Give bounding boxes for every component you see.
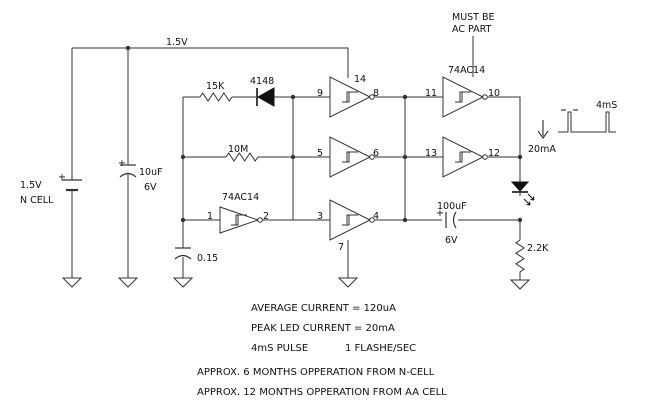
pin-12: 12 [488, 148, 500, 159]
pin-1: 1 [207, 211, 213, 222]
note-ncell: APPROX. 6 MONTHS OPPERATION FROM N-CELL [197, 367, 435, 378]
pulse-width-label: 4mS [596, 100, 617, 111]
pulse-waveform [558, 109, 616, 133]
resistor-2-2k [515, 239, 525, 280]
chip-label-left: 74AC14 [222, 192, 259, 203]
pin-4: 4 [373, 211, 379, 222]
note-pulse: 4mS PULSE [251, 343, 308, 354]
note-aa: APPROX. 12 MONTHS OPPERATION FROM AA CEL… [197, 387, 447, 398]
pin-11: 11 [425, 88, 437, 99]
led-symbol [510, 181, 535, 206]
supply-rail [71, 45, 349, 278]
resistor-15k [199, 92, 233, 102]
note-ac-line2: AC PART [452, 24, 492, 35]
timing-capacitor [174, 247, 192, 260]
note-flash-rate: 1 FLASHE/SEC [345, 343, 416, 354]
resistor-10m-label: 10M [228, 144, 248, 155]
left-network [180, 94, 318, 278]
note-peak-current: PEAK LED CURRENT = 20mA [251, 323, 395, 334]
battery-voltage: 1.5V [20, 180, 42, 191]
chip-label-right: 74AC14 [448, 65, 485, 76]
supply-cap-voltage: 6V [144, 182, 157, 193]
output-capacitor [445, 211, 457, 229]
pin-9: 9 [317, 88, 323, 99]
pin-10: 10 [488, 88, 500, 99]
gate-13-12 [442, 136, 488, 178]
ground-symbols [61, 277, 531, 290]
timing-cap-value: 0.15 [197, 253, 218, 264]
gate-1-2 [219, 206, 263, 234]
rail-label: 1.5V [166, 37, 188, 48]
battery-symbol [62, 179, 82, 192]
resistor-2-2k-label: 2.2K [527, 243, 549, 254]
pin-5: 5 [317, 148, 323, 159]
supply-capacitor [119, 164, 137, 178]
current-arrow-icon [537, 120, 549, 139]
note-average-current: AVERAGE CURRENT = 120uA [251, 303, 396, 314]
note-ac-line1: MUST BE [452, 12, 495, 23]
output-cap-value: 100uF [437, 201, 467, 212]
supply-cap-value: 10uF [139, 167, 163, 178]
led-current-label: 20mA [528, 144, 556, 155]
battery-plus: + [58, 172, 66, 183]
pin-3: 3 [317, 211, 323, 222]
pin-14: 14 [354, 74, 366, 85]
pin-6: 6 [373, 148, 379, 159]
gate-5-6 [329, 136, 375, 178]
pin-8: 8 [373, 88, 379, 99]
pin-7: 7 [338, 242, 344, 253]
pin-13: 13 [425, 148, 437, 159]
pin-2: 2 [263, 211, 269, 222]
gate-3-4 [329, 199, 375, 241]
gate-9-8 [329, 76, 375, 118]
output-cap-voltage: 6V [445, 235, 458, 246]
diode-label: 4148 [250, 76, 274, 87]
diode-symbol [256, 87, 275, 107]
resistor-10m [225, 152, 259, 162]
supply-cap-plus: + [118, 158, 126, 169]
output-cap-plus: + [436, 208, 444, 219]
gate-wiring [318, 36, 523, 278]
resistor-15k-label: 15K [206, 81, 225, 92]
gate-11-10 [442, 76, 488, 118]
battery-name: N CELL [20, 195, 54, 206]
